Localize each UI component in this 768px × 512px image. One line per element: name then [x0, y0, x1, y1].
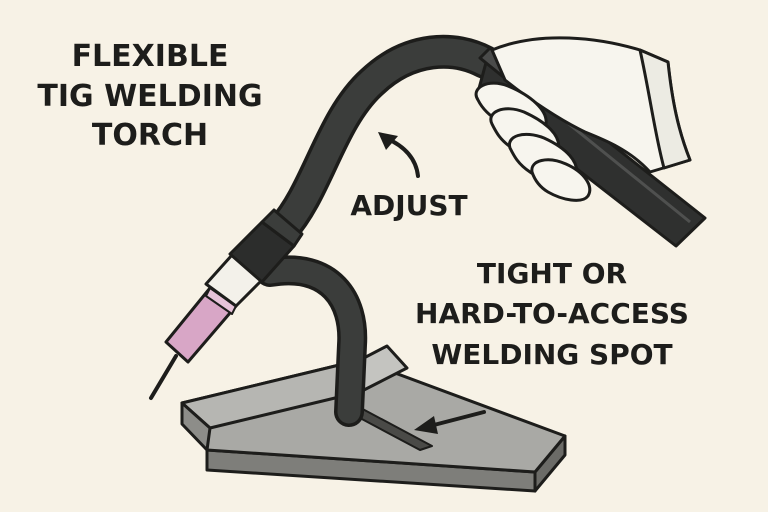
- spot-label-line-3: WELDING SPOT: [431, 338, 672, 371]
- title-line-1: FLEXIBLE: [72, 39, 229, 74]
- tungsten-electrode: [149, 354, 178, 400]
- spot-label-line-2: HARD-TO-ACCESS: [415, 297, 689, 330]
- title-line-3: TORCH: [92, 118, 208, 153]
- curved-arrow-icon: [378, 132, 420, 178]
- gloved-hand: [474, 36, 692, 202]
- spot-label-line-1: TIGHT OR: [477, 257, 627, 290]
- arrow-icon: [414, 410, 486, 434]
- title-line-2: TIG WELDING: [37, 79, 262, 114]
- torch-head: [164, 208, 304, 364]
- adjust-label: ADJUST: [350, 189, 467, 222]
